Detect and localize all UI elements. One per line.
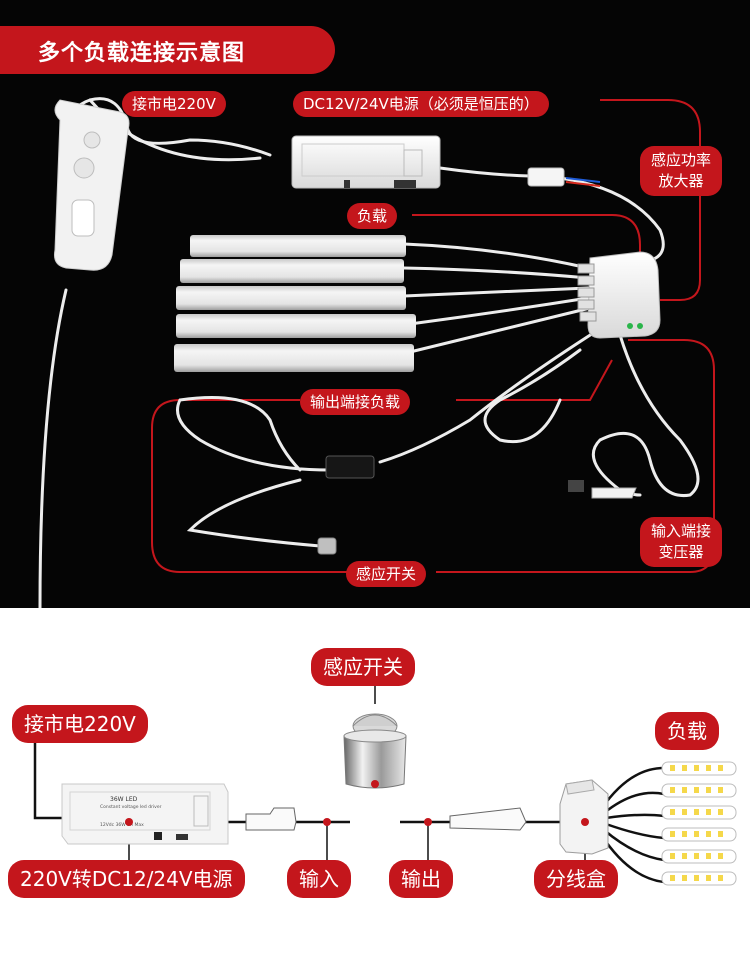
sensor-switch-diagram <box>343 713 407 789</box>
sensor-switch-label: 感应开关 <box>346 561 427 587</box>
psu-small-text: 12Vdc 36W 3A Max <box>100 822 144 828</box>
led-bars <box>174 235 416 372</box>
sensor-guide-line-right <box>436 339 715 573</box>
bottom-sensor-label: 感应开关 <box>311 648 415 686</box>
title-banner: 多个负载连接示意图 <box>0 26 335 74</box>
bottom-junction-label: 分线盒 <box>534 860 618 898</box>
bottom-input-label: 输入 <box>287 860 351 898</box>
sensor-guide-line-left <box>151 399 352 573</box>
led-strips-diagram <box>661 761 737 886</box>
input-transformer-label: 输入端接变压器 <box>640 517 722 567</box>
junction-box-diagram <box>559 779 609 855</box>
bottom-mains-label: 接市电220V <box>12 705 148 743</box>
output-load-label: 输出端接负载 <box>300 389 411 415</box>
psu-model-text: 36W LED <box>110 796 138 803</box>
amp-guide-line <box>600 99 701 301</box>
sensor-module-photo <box>325 455 375 479</box>
bottom-psu-label: 220V转DC12/24V电源 <box>8 860 245 898</box>
bottom-output-label: 输出 <box>389 860 453 898</box>
load-guide-line <box>412 214 641 262</box>
mains-label: 接市电220V <box>122 91 226 117</box>
load-label: 负载 <box>347 203 398 229</box>
connection-photo-illustration <box>38 97 715 608</box>
psu-diagram: 36W LED Constant voltage led driver 12Vd… <box>61 783 229 845</box>
sensor-head-photo <box>317 537 337 555</box>
page-title: 多个负载连接示意图 <box>38 41 246 66</box>
wiring-diagram: 36W LED Constant voltage led driver 12Vd… <box>33 680 737 886</box>
power-strip <box>54 99 130 271</box>
psu-label: DC12V/24V电源（必须是恒压的） <box>293 91 549 117</box>
amplifier-label: 感应功率放大器 <box>640 146 722 196</box>
bottom-load-label: 负载 <box>655 712 719 750</box>
amplifier-photo <box>577 251 661 339</box>
connection-photo-panel: 多个负载连接示意图 接市电220V DC12V/24V电源（必须是恒压的） 感应… <box>0 0 750 608</box>
psu-sub-text: Constant voltage led driver <box>100 804 162 810</box>
wiring-diagram-panel: 36W LED Constant voltage led driver 12Vd… <box>0 608 750 978</box>
power-supply-photo <box>291 135 441 189</box>
